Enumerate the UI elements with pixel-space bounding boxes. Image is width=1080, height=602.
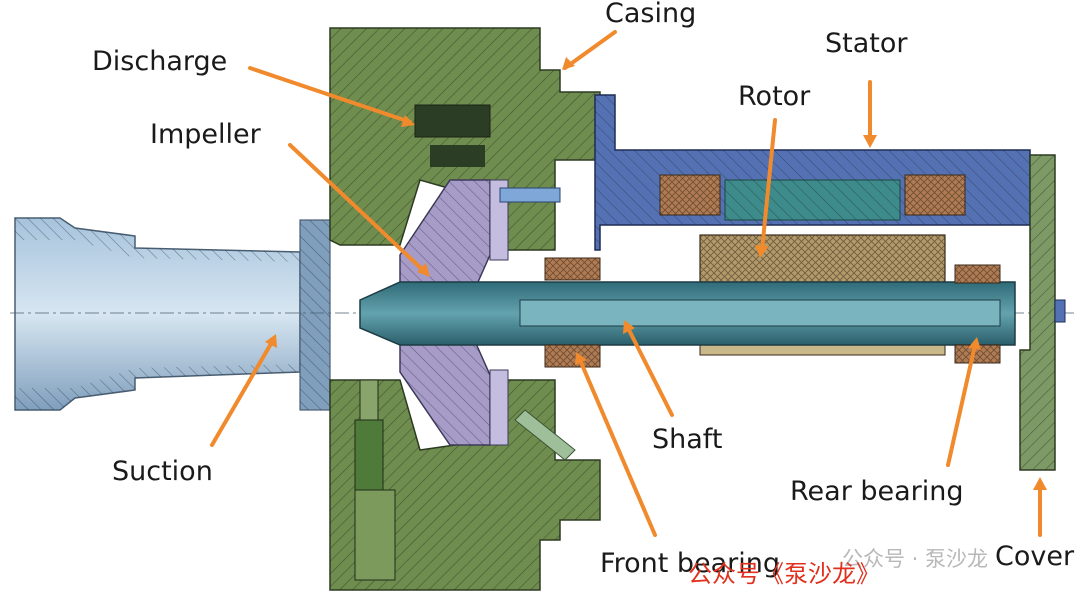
stator-housing — [594, 94, 1031, 251]
suction-pipe — [10, 217, 1075, 411]
arrow-discharge — [248, 66, 412, 124]
label-front-bearing: Front bearing — [600, 548, 780, 579]
watermark-account: 公众号《泵沙龙》 — [688, 560, 880, 588]
label-cover: Cover — [995, 541, 1075, 572]
arrow-rear-bearing — [946, 343, 977, 467]
shaft-part — [359, 281, 1016, 346]
label-impeller: Impeller — [150, 119, 262, 150]
arrow-front-bearing — [578, 358, 657, 537]
arrow-suction — [210, 340, 274, 447]
label-stator: Stator — [825, 28, 908, 59]
label-rear-bearing: Rear bearing — [790, 476, 964, 507]
rotor-part — [699, 234, 946, 356]
label-suction: Suction — [112, 456, 213, 487]
arrow-impeller — [288, 143, 427, 274]
rear-bearing-part — [954, 264, 1001, 364]
leader-arrows — [210, 30, 1047, 537]
watermark-source: 公众号 · 泵沙龙 — [842, 547, 988, 571]
end-cover — [1019, 154, 1066, 471]
label-discharge: Discharge — [92, 46, 227, 77]
label-shaft: Shaft — [652, 424, 722, 455]
arrow-shaft — [626, 326, 674, 417]
label-rotor: Rotor — [738, 81, 811, 112]
arrow-rotor — [760, 118, 777, 252]
front-bearing-part — [544, 257, 601, 368]
label-casing: Casing — [605, 0, 696, 29]
arrow-casing — [563, 30, 617, 70]
